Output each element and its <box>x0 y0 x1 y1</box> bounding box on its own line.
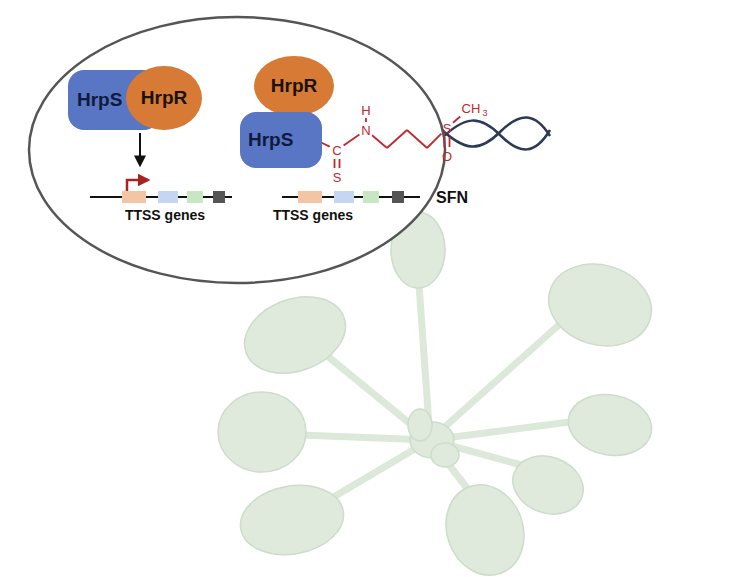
protein-name: HrpR <box>271 75 317 97</box>
bond-line <box>365 118 367 122</box>
dna-helix <box>440 117 550 146</box>
activation-arrow <box>139 133 141 165</box>
bond-line <box>453 117 460 123</box>
bond-line <box>387 130 407 148</box>
bond-line <box>372 135 387 148</box>
protein-name: HrpS <box>77 89 122 111</box>
atom-label: S <box>333 171 342 184</box>
atom-label: C <box>332 144 341 157</box>
bond-line <box>449 137 451 147</box>
gene-line <box>282 191 420 203</box>
protein-hrpr: HrpR <box>126 66 202 130</box>
atom-subscript: 3 <box>482 109 487 118</box>
atom-label: CH <box>462 102 481 115</box>
protein-name: HrpR <box>141 87 187 109</box>
protein-hrpr: HrpR <box>254 56 334 116</box>
bond-line <box>344 135 360 146</box>
bond-line <box>427 134 441 148</box>
protein-name: HrpS <box>248 129 293 151</box>
compound-name: SFN <box>436 190 468 206</box>
atom-label: H <box>361 104 370 117</box>
atom-label: O <box>442 150 452 163</box>
atom-label: S <box>443 122 452 135</box>
bond-line <box>407 130 427 148</box>
gene-label: TTSS genes <box>125 208 205 222</box>
gene-label: TTSS genes <box>273 208 353 222</box>
bond-line <box>334 159 336 168</box>
bond-line <box>339 159 341 168</box>
bond-line <box>444 137 446 147</box>
protein-hrps: HrpS <box>240 112 322 168</box>
callout-ellipse <box>29 17 445 283</box>
atom-label: N <box>361 124 370 137</box>
chemical-bonds <box>320 117 460 168</box>
gene-line <box>90 180 232 203</box>
